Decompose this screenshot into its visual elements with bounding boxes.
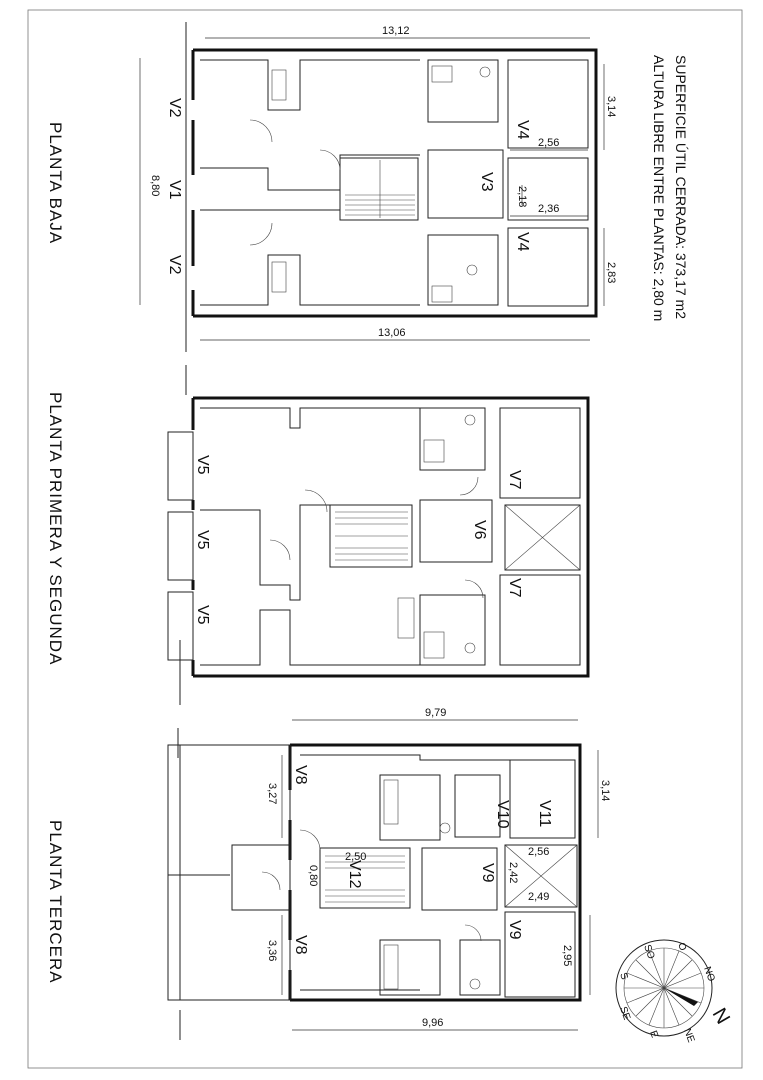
dim-label: 2,49 bbox=[528, 891, 549, 903]
compass-label: NE bbox=[681, 1027, 696, 1044]
unit-label: V8 bbox=[292, 935, 309, 955]
unit-label: V5 bbox=[194, 530, 211, 550]
unit-label: V5 bbox=[194, 605, 211, 625]
dim-label: 2,42 bbox=[507, 862, 519, 883]
title-planta-tercera: PLANTA TERCERA bbox=[46, 820, 65, 984]
unit-label: V1 bbox=[166, 180, 183, 200]
compass-label: NO bbox=[701, 965, 717, 983]
north-arrow-icon bbox=[664, 988, 698, 1006]
dim-label: 2,50 bbox=[345, 851, 366, 863]
plan-planta-primera: V5 V5 V5 V7 V6 V7 bbox=[167, 365, 590, 705]
title-planta-primera: PLANTA PRIMERA Y SEGUNDA bbox=[46, 392, 65, 665]
dim-label: 8,80 bbox=[149, 175, 161, 196]
unit-label: V7 bbox=[506, 578, 523, 598]
dim-label: 2,95 bbox=[561, 945, 573, 966]
unit-label: V7 bbox=[506, 470, 523, 490]
dim-label: 2,83 bbox=[605, 262, 617, 283]
dim-label: 2,36 bbox=[538, 203, 559, 215]
unit-label: V12 bbox=[346, 860, 363, 889]
sheet-frame bbox=[27, 9, 743, 1069]
dim-label: 2,56 bbox=[538, 137, 559, 149]
unit-label: V2 bbox=[166, 255, 183, 275]
compass-label: E bbox=[647, 1029, 660, 1039]
unit-label: V8 bbox=[292, 765, 309, 785]
dim-label: 9,96 bbox=[422, 1017, 443, 1029]
unit-label: V5 bbox=[194, 455, 211, 475]
dim-label: 13,12 bbox=[382, 25, 410, 37]
compass-label: O bbox=[675, 941, 688, 952]
unit-label: V3 bbox=[478, 172, 495, 192]
dim-label: 2,56 bbox=[528, 846, 549, 858]
unit-label: V11 bbox=[536, 800, 553, 827]
dim-label: 3,27 bbox=[266, 783, 278, 804]
unit-label: V10 bbox=[494, 800, 511, 829]
title-planta-baja: PLANTA BAJA bbox=[46, 122, 65, 244]
plan-planta-baja: V2 V1 V2 V4 V3 V4 13,12 13,06 8,80 3,14 … bbox=[139, 22, 617, 352]
unit-label: V6 bbox=[471, 520, 488, 540]
dim-label: 13,06 bbox=[378, 327, 406, 339]
dim-label: 3,36 bbox=[266, 940, 278, 961]
unit-label: V4 bbox=[514, 232, 531, 252]
unit-label: V9 bbox=[506, 920, 523, 940]
dim-label: 3,14 bbox=[605, 96, 617, 117]
dim-label: 0,80 bbox=[307, 865, 319, 886]
dim-label: 2,18 bbox=[516, 186, 528, 207]
dim-label: 3,14 bbox=[599, 780, 611, 801]
unit-label: V9 bbox=[479, 863, 496, 883]
compass-label: SO bbox=[641, 943, 656, 961]
compass-label: S bbox=[617, 971, 630, 981]
unit-label: V2 bbox=[166, 98, 183, 118]
compass-rose: N NO O SO S SE E NE bbox=[615, 939, 734, 1044]
plan-planta-tercera: V8 V8 V12 V10 V11 V9 V9 9,79 9,96 3,27 3… bbox=[167, 707, 611, 1040]
note-surface: SUPERFICIE ÚTIL CERRADA: 373,17 m2 bbox=[673, 55, 689, 319]
dim-label: 9,79 bbox=[425, 707, 446, 719]
unit-label: V4 bbox=[514, 120, 531, 140]
note-height: ALTURA LIBRE ENTRE PLANTAS: 2,80 m bbox=[651, 55, 667, 321]
compass-label: N bbox=[708, 1005, 734, 1029]
compass-label: SE bbox=[617, 1005, 632, 1022]
